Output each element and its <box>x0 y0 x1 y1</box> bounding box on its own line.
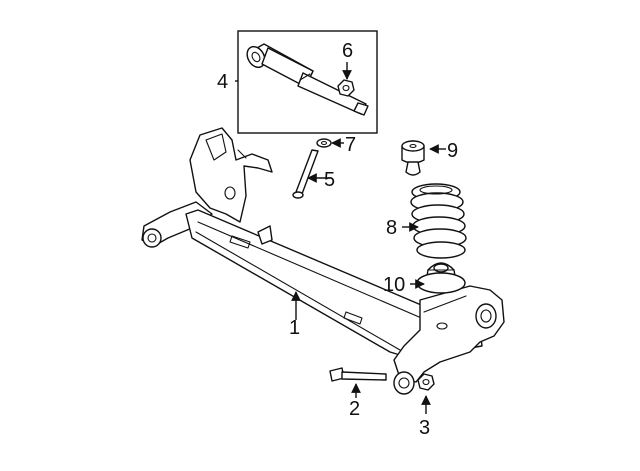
axle-beam <box>141 127 505 395</box>
callout-9: 9 <box>447 140 458 162</box>
coil-spring <box>410 183 467 259</box>
callout-8: 8 <box>386 217 397 239</box>
shock-absorber-group <box>235 30 378 134</box>
shock-absorber <box>246 43 369 116</box>
callout-1: 1 <box>289 317 300 339</box>
pivot-bolt <box>329 367 387 382</box>
callout-7: 7 <box>345 134 356 156</box>
spring-seat <box>416 262 466 294</box>
callout-6: 6 <box>342 40 353 62</box>
washer <box>316 138 332 148</box>
shock-bolt <box>292 149 319 199</box>
pivot-nut <box>417 373 435 391</box>
callout-2: 2 <box>349 398 360 420</box>
callout-5: 5 <box>324 169 335 191</box>
shock-nut <box>337 79 355 97</box>
shock-absorber-box <box>237 30 378 134</box>
callout-10: 10 <box>383 274 405 296</box>
callout-4: 4 <box>217 71 228 93</box>
bump-stop <box>401 140 425 176</box>
callout-3: 3 <box>419 417 430 439</box>
